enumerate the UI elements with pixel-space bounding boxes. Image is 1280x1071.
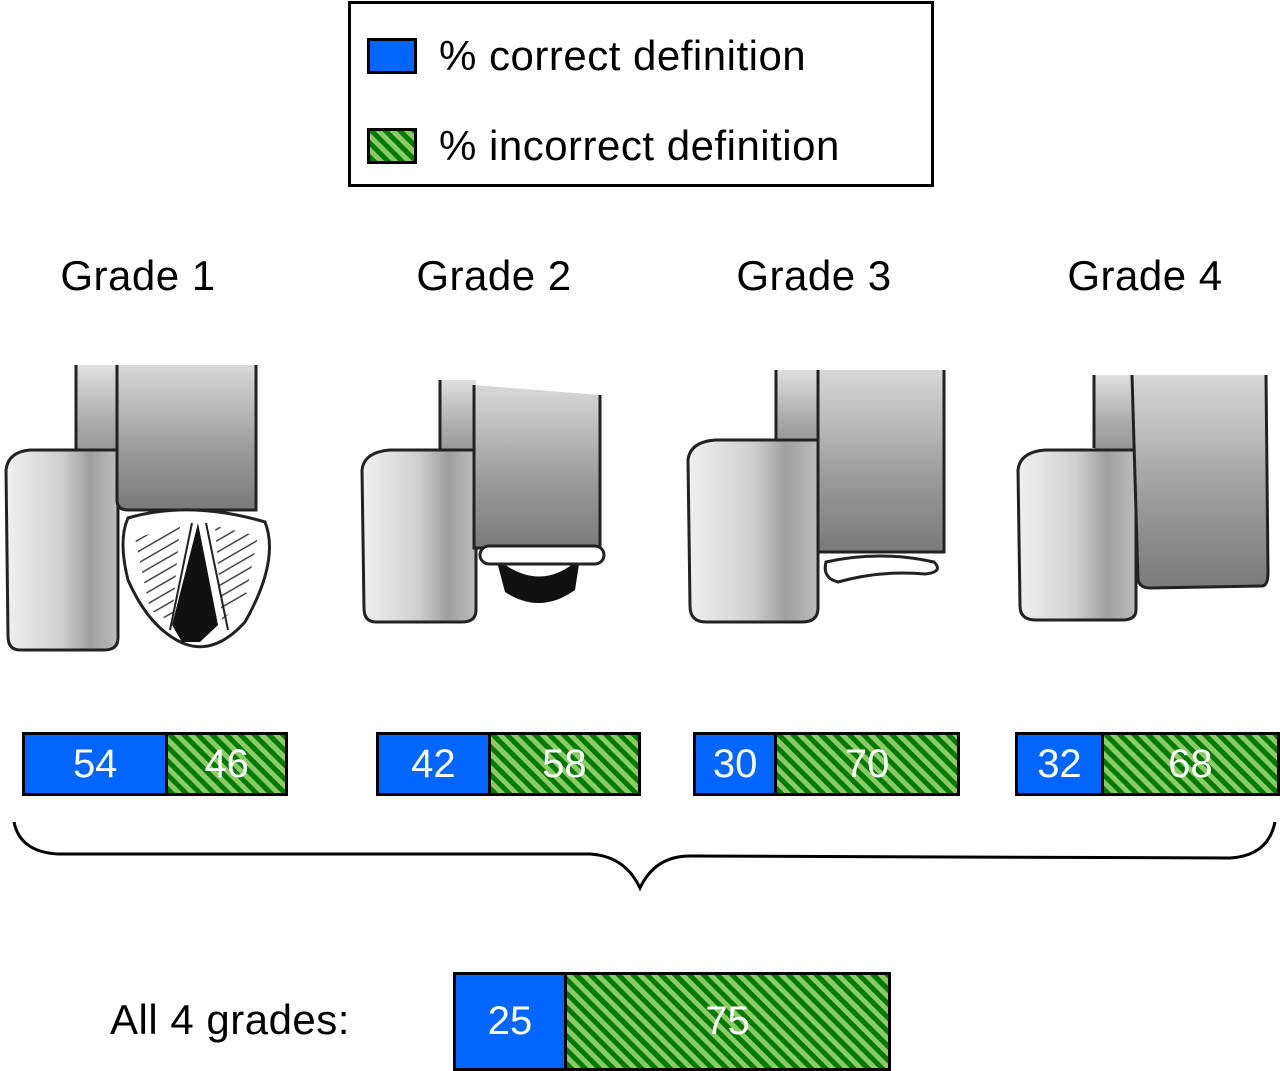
legend-item-correct: % correct definition	[367, 32, 806, 80]
data-label: 75	[705, 999, 750, 1043]
bar-grade-1: 54 46	[22, 732, 288, 796]
total-label: All 4 grades:	[110, 996, 350, 1043]
data-label: 30	[712, 741, 758, 786]
legend-label-correct: % correct definition	[439, 32, 807, 79]
illustration-grade-4	[1016, 374, 1270, 622]
bar-grade-3: 30 70	[693, 732, 960, 796]
illustration-grade-3	[686, 370, 946, 624]
legend-swatch-correct	[367, 38, 417, 74]
legend-label-incorrect: % incorrect definition	[439, 122, 840, 169]
grade-title-1: Grade 1	[60, 252, 216, 299]
bar-segment-incorrect: 68	[1100, 735, 1277, 793]
data-label: 58	[542, 741, 587, 786]
grade-title-4: Grade 4	[1067, 252, 1223, 299]
bar-segment-correct: 25	[456, 975, 564, 1068]
grouping-brace	[12, 821, 1277, 892]
bar-segment-incorrect: 75	[564, 975, 888, 1068]
legend-swatch-incorrect	[367, 128, 417, 164]
bar-segment-correct: 54	[25, 735, 166, 793]
bar-grade-2: 42 58	[376, 732, 641, 796]
bar-grade-4: 32 68	[1015, 732, 1280, 796]
grade-title-3: Grade 3	[736, 252, 892, 299]
data-label: 42	[411, 741, 456, 786]
illustration-grade-1	[4, 365, 271, 652]
data-label: 46	[204, 741, 249, 786]
bar-segment-incorrect: 58	[487, 735, 638, 793]
bar-segment-correct: 32	[1018, 735, 1101, 793]
data-label: 68	[1168, 741, 1213, 786]
data-label: 54	[72, 741, 118, 786]
legend: % correct definition % incorrect definit…	[348, 1, 934, 187]
data-label: 70	[844, 741, 890, 786]
bar-segment-correct: 42	[379, 735, 488, 793]
data-label: 32	[1037, 741, 1082, 786]
laryngoscopy-illustrations	[4, 365, 1270, 652]
illustration-grade-2	[360, 380, 606, 624]
bar-segment-correct: 30	[696, 735, 775, 793]
legend-item-incorrect: % incorrect definition	[367, 122, 840, 170]
data-label: 25	[487, 999, 533, 1043]
bar-segment-incorrect: 70	[774, 735, 957, 793]
grade-title-2: Grade 2	[416, 252, 572, 299]
bar-all-grades: 25 75	[453, 972, 891, 1071]
bar-segment-incorrect: 46	[165, 735, 285, 793]
